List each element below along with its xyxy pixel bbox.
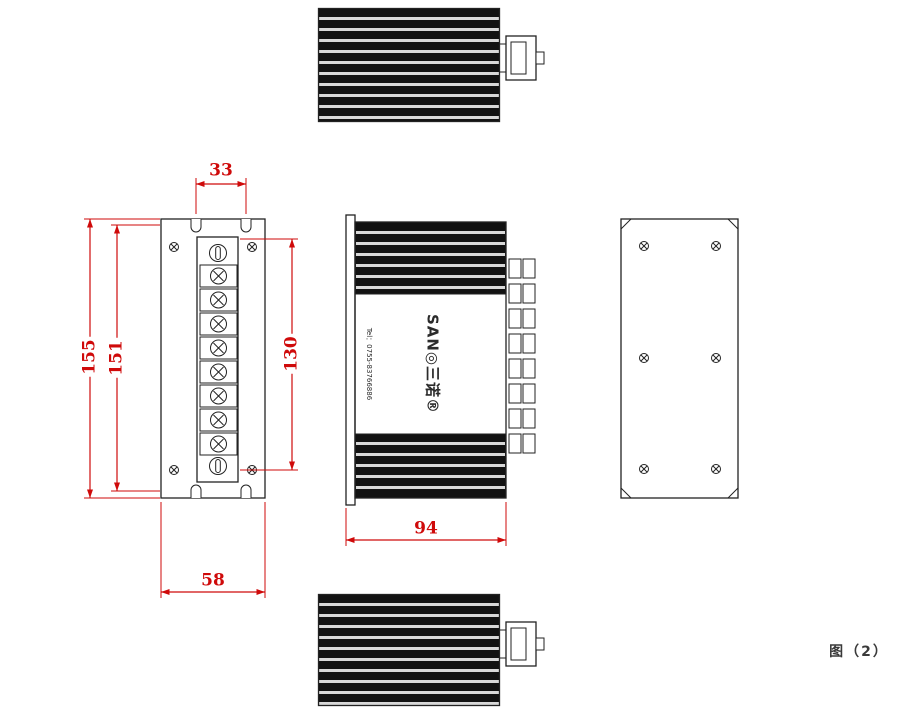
screw-icon (169, 242, 179, 252)
top-view-outline (317, 7, 501, 123)
mounting-slot (190, 484, 202, 498)
side-view-lower-fins (355, 434, 506, 498)
terminal-screw (199, 384, 238, 408)
dimension-label-mounting-height: 151 (106, 338, 127, 378)
screw-icon (639, 464, 649, 474)
mounting-slot (190, 219, 202, 233)
figure-caption: 图（2） (829, 644, 889, 660)
screw-icon (711, 241, 721, 251)
terminal-screw (199, 288, 238, 312)
side-view-label-area: SAN◎三诺® Tel：0755-83766886 (355, 294, 506, 434)
terminal-screw (199, 312, 238, 336)
terminal-screw (199, 336, 238, 360)
bottom-view-heatsink-fins (318, 594, 500, 706)
dimension-label-panel-width: 58 (199, 570, 227, 591)
dimension-lines (84, 178, 507, 598)
top-view (317, 7, 545, 123)
front-view (160, 218, 266, 499)
bottom-view-connector (500, 621, 545, 667)
terminal-screw (199, 432, 238, 456)
side-terminal-blocks (508, 258, 536, 454)
screw-icon (711, 464, 721, 474)
side-body-outline (354, 221, 507, 499)
top-view-heatsink-fins (318, 8, 500, 122)
connector-pin (535, 637, 545, 651)
end-screw-icon (209, 457, 227, 475)
side-view (345, 214, 536, 506)
terminal-screw (199, 264, 238, 288)
screw-icon (639, 241, 649, 251)
terminal-screw (199, 360, 238, 384)
dimension-label-overall-height: 155 (79, 337, 100, 377)
mounting-slot (240, 484, 252, 498)
back-view (620, 218, 739, 499)
bottom-view-outline (317, 593, 501, 707)
dimension-label-notch-spacing: 33 (207, 160, 235, 181)
screw-icon (711, 353, 721, 363)
dimension-label-body-depth: 94 (412, 518, 440, 539)
screw-icon (169, 465, 179, 475)
mounting-slot (240, 219, 252, 233)
bottom-view (317, 593, 545, 707)
screw-icon (639, 353, 649, 363)
terminal-screw (199, 408, 238, 432)
mounting-flange (345, 214, 356, 506)
top-view-connector (500, 35, 545, 81)
dimension-label-terminal-height: 130 (281, 334, 302, 374)
screw-icon (247, 242, 257, 252)
connector-pin (535, 51, 545, 65)
end-screw-icon (209, 244, 227, 262)
